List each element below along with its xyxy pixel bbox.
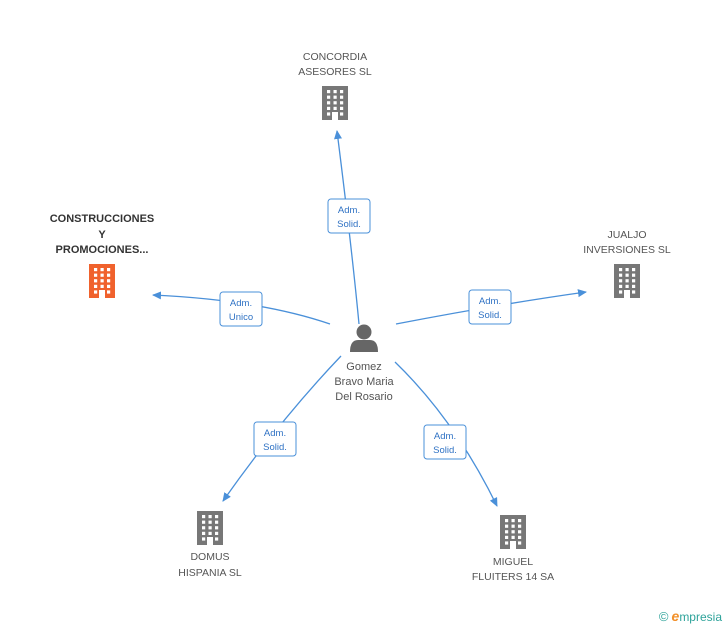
node-label-line: CONCORDIA [303,51,367,63]
building-icon[interactable] [322,86,348,120]
node-miguel[interactable]: MIGUEL FLUITERS 14 SA [472,515,554,583]
relation-badge[interactable]: Adm. Unico [219,291,263,327]
badge-box [423,424,467,460]
edges-layer [152,130,587,507]
node-label-line: ASESORES SL [298,66,372,78]
badge-label-line: Solid. [433,445,457,456]
badge-label-line: Unico [229,312,253,323]
relation-badge[interactable]: Adm. Solid. [423,424,467,460]
badge-box [253,421,297,457]
relation-badge[interactable]: Adm. Solid. [468,289,512,325]
node-label-line: JUALJO [607,229,646,241]
badges-layer: Adm.Solid.Adm.UnicoAdm.Solid.Adm.Solid.A… [219,198,512,460]
relation-badge[interactable]: Adm. Solid. [253,421,297,457]
badge-label-line: Solid. [263,442,287,453]
node-label-line: Y [98,229,106,241]
node-label-line: FLUITERS 14 SA [472,571,554,583]
center-label-line: Del Rosario [335,391,392,403]
badge-box [468,289,512,325]
badge-label-line: Solid. [478,310,502,321]
badge-label-line: Adm. [434,431,456,442]
watermark-text: mpresia [679,610,722,624]
badge-label-line: Adm. [479,296,501,307]
badge-label-line: Adm. [264,428,286,439]
building-icon[interactable] [197,511,223,545]
node-label-line: PROMOCIONES... [56,244,149,256]
building-icon[interactable] [614,264,640,298]
node-domus[interactable]: DOMUS HISPANIA SL [178,511,242,579]
node-label-line: DOMUS [190,551,229,563]
badge-label-line: Adm. [338,205,360,216]
node-label-line: CONSTRUCCIONES [50,213,155,225]
node-jualjo[interactable]: JUALJO INVERSIONES SL [583,229,671,298]
building-icon[interactable] [500,515,526,549]
node-label-line: MIGUEL [493,556,533,568]
copyright-icon: © [658,609,669,624]
node-label-line: HISPANIA SL [178,567,242,579]
person-icon [350,324,378,352]
badge-label-line: Adm. [230,298,252,309]
empresia-watermark: ©empresia [659,608,722,624]
node-label-line: INVERSIONES SL [583,244,671,256]
relation-badge[interactable]: Adm. Solid. [327,198,371,234]
badge-label-line: Solid. [337,219,361,230]
watermark-initial: e [671,608,680,624]
building-icon[interactable] [89,264,115,298]
node-concordia[interactable]: CONCORDIA ASESORES SL [298,51,372,120]
nodes-layer: CONCORDIA ASESORES SL CONSTRUCCIONES Y PROMO… [50,51,671,583]
badge-box [327,198,371,234]
badge-box [219,291,263,327]
center-label-line: Bravo Maria [334,376,394,388]
node-construcciones[interactable]: CONSTRUCCIONES Y PROMOCIONES... [50,213,155,298]
center-label-line: Gomez [346,361,381,373]
edge-to-concordia [334,130,360,325]
